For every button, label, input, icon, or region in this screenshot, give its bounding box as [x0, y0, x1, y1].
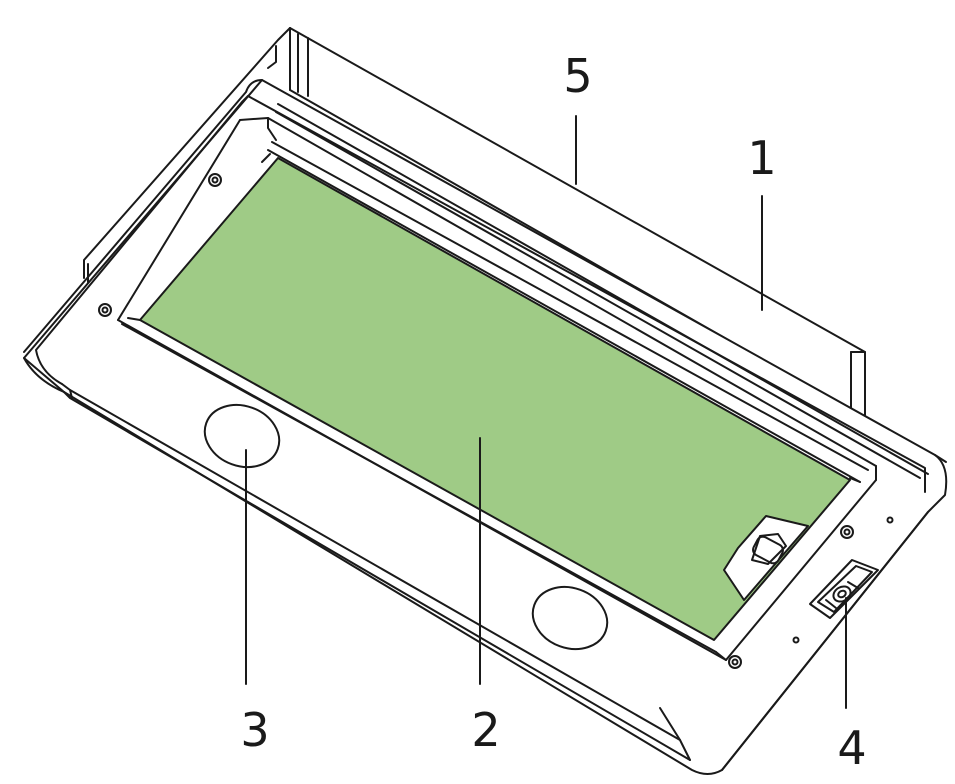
lamp-right	[531, 585, 609, 651]
callout-1: 1	[747, 131, 776, 185]
grease-filter	[139, 157, 851, 641]
filter-handle	[723, 515, 809, 601]
front-panel	[61, 383, 691, 761]
filter-trim	[121, 141, 869, 661]
leader-lines	[245, 115, 847, 709]
upper-housing	[83, 27, 866, 419]
callout-2: 2	[471, 703, 500, 757]
callout-3: 3	[240, 703, 269, 757]
lamp-left	[203, 403, 281, 469]
screws	[98, 173, 894, 669]
callout-4: 4	[837, 721, 866, 775]
control-switch	[809, 559, 879, 619]
callout-5: 5	[563, 49, 592, 103]
